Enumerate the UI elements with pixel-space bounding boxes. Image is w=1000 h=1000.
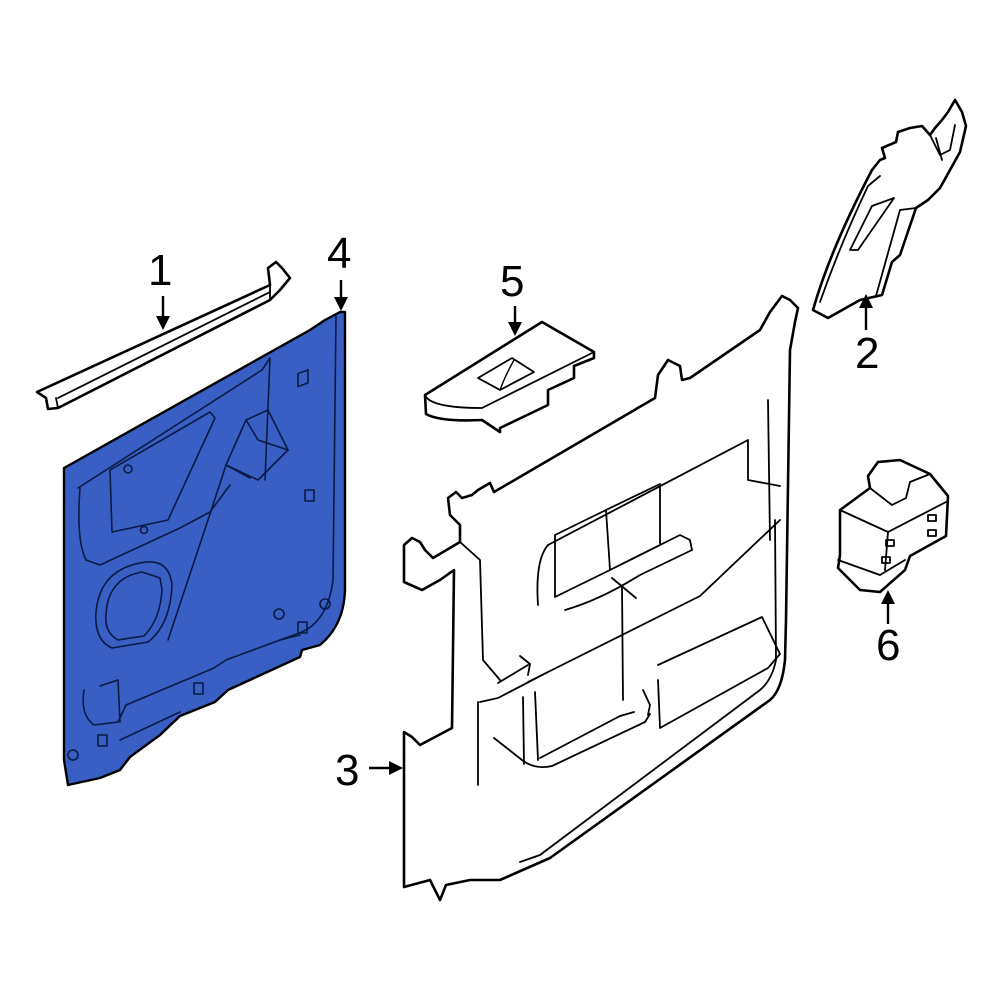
callout-3-label: 3	[335, 746, 359, 795]
callout-3[interactable]: 3	[335, 746, 403, 795]
arrow-down-icon	[508, 322, 522, 336]
arrow-up-icon	[881, 590, 895, 604]
arrow-down-icon	[156, 316, 170, 330]
callout-2[interactable]: 2	[855, 294, 879, 378]
arrow-right-icon	[389, 761, 403, 775]
callout-5[interactable]: 5	[500, 257, 524, 336]
callout-4-label: 4	[327, 229, 351, 278]
callout-1-label: 1	[148, 246, 172, 295]
callout-6-label: 6	[876, 621, 900, 670]
arrow-up-icon	[859, 294, 873, 308]
part-4-door-panel-insulator[interactable]	[62, 310, 347, 787]
callout-6[interactable]: 6	[876, 590, 900, 670]
part-6-window-switch[interactable]	[836, 458, 950, 594]
callout-5-label: 5	[500, 257, 524, 306]
part-5-switch-bezel[interactable]	[423, 320, 596, 434]
callout-4[interactable]: 4	[327, 229, 351, 311]
part-1-upper-trim-molding[interactable]	[35, 260, 292, 411]
part-3-door-trim-panel[interactable]	[402, 294, 800, 902]
callout-1[interactable]: 1	[148, 246, 172, 330]
part-2-pillar-trim-bracket[interactable]	[811, 98, 968, 320]
arrow-down-icon	[334, 297, 348, 311]
callout-2-label: 2	[855, 329, 879, 378]
